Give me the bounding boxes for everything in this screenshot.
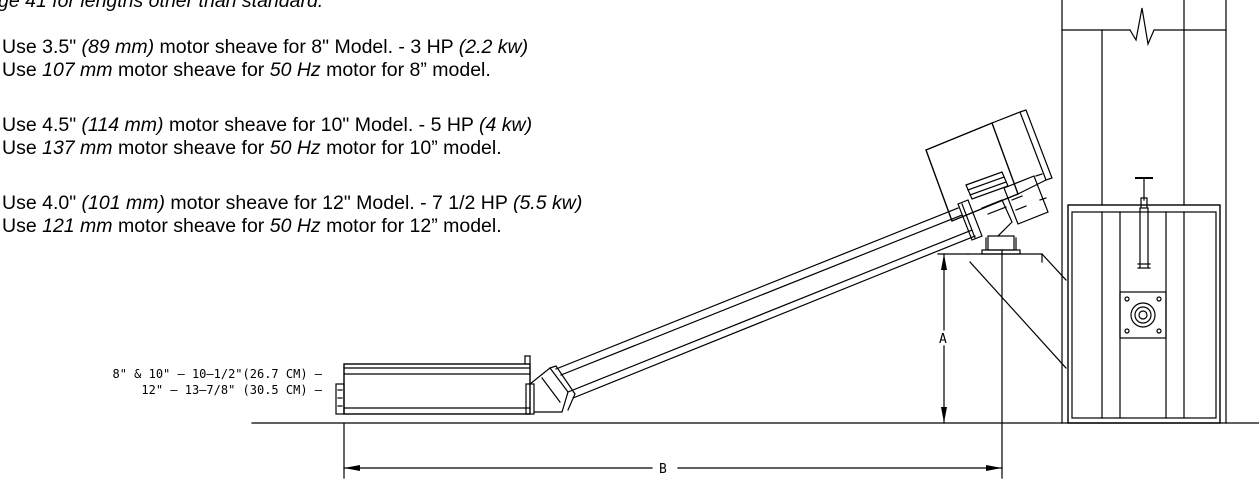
bin-structure (1061, 0, 1227, 424)
dimension-b (343, 249, 1003, 479)
note-line: Use 3.5" (89 mm) motor sheave for 8" Mod… (2, 36, 529, 58)
gate-adjuster (1119, 177, 1167, 339)
bin-hopper (967, 253, 1067, 369)
note-line: Use 137 mm motor sheave for 50 Hz motor … (2, 137, 502, 159)
auger-boot (529, 365, 576, 413)
hopper-height-12-label: 12" — 13–7/8" (30.5 CM) — (141, 383, 322, 397)
discharge-spout (981, 235, 1021, 255)
dimension-a (937, 253, 969, 424)
dimension-b-label: B (659, 462, 667, 477)
auger-tube (555, 199, 983, 399)
note-group-8-inch: Use 3.5" (89 mm) motor sheave for 8" Mod… (2, 36, 528, 82)
note-group-10-inch: Use 4.5" (114 mm) motor sheave for 10" M… (2, 114, 532, 160)
note-line: Use 4.5" (114 mm) motor sheave for 10" M… (2, 114, 533, 136)
hopper-height-8-10-label: 8" & 10" — 10–1/2"(26.7 CM) — (112, 367, 322, 381)
sheave-notes: ge 41 for lengths other than standard. U… (0, 0, 830, 280)
note-line: Use 107 mm motor sheave for 50 Hz motor … (2, 59, 491, 81)
dimension-a-label: A (939, 332, 947, 347)
note-line: Use 121 mm motor sheave for 50 Hz motor … (2, 215, 502, 237)
truncated-note: ge 41 for lengths other than standard. (0, 0, 324, 12)
note-line: Use 4.0" (101 mm) motor sheave for 12" M… (2, 192, 583, 214)
motor-assembly (925, 109, 1053, 237)
note-group-12-inch: Use 4.0" (101 mm) motor sheave for 12" M… (2, 192, 582, 238)
hopper (335, 355, 535, 415)
